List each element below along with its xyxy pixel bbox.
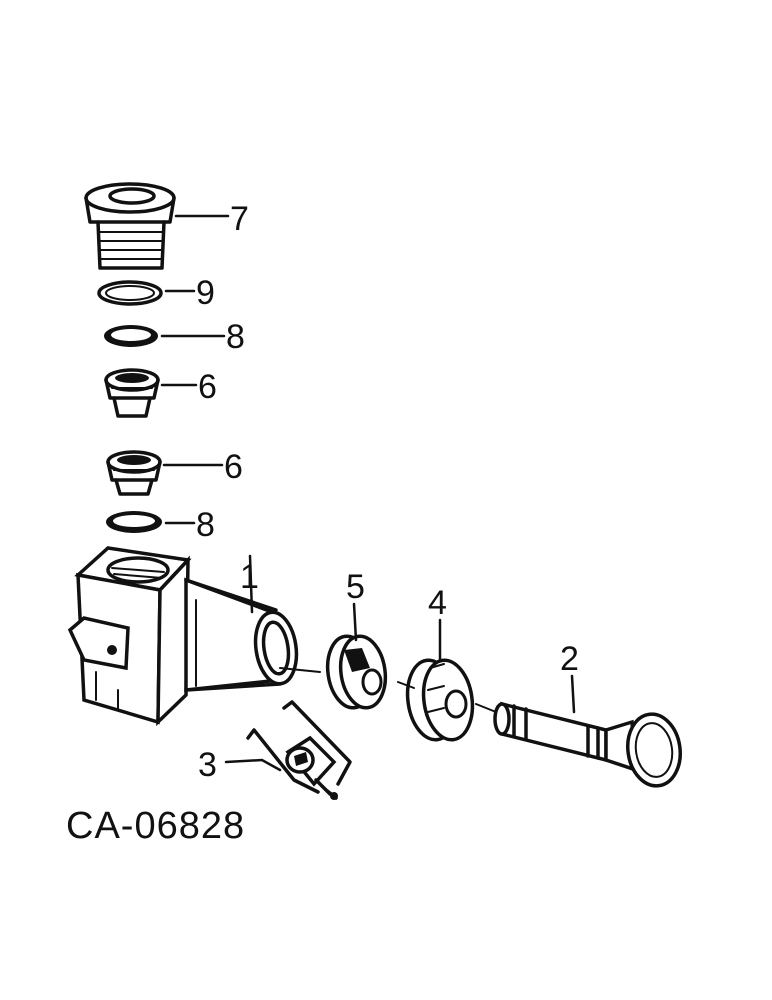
part-4-washer <box>405 658 475 742</box>
part-8-lower-backup-ring <box>106 511 162 533</box>
callout-3: 3 <box>198 746 217 784</box>
leader-2 <box>570 674 576 714</box>
part-3-retainer <box>246 700 352 800</box>
part-9-o-ring <box>97 280 163 306</box>
part-1-valve-body <box>67 546 299 727</box>
callout-1: 1 <box>240 558 259 596</box>
callout-4: 4 <box>428 584 447 622</box>
leader-3 <box>224 758 282 772</box>
part-2-spool <box>493 701 682 788</box>
callout-6-lower: 6 <box>224 448 243 486</box>
callout-8-upper: 8 <box>226 318 245 356</box>
callout-9: 9 <box>196 274 215 312</box>
callout-2: 2 <box>560 640 579 678</box>
callout-8-lower: 8 <box>196 506 215 544</box>
part-6-lower-seat <box>106 450 162 496</box>
part-5-spool-seal <box>325 634 388 710</box>
leader-1 <box>248 554 254 614</box>
part-6-upper-seat <box>104 368 160 418</box>
callouts: 7 9 8 6 6 8 1 5 4 2 3 <box>196 200 579 784</box>
leader-5 <box>352 602 358 642</box>
part-7-threaded-plug <box>84 182 176 270</box>
callout-7: 7 <box>230 200 249 238</box>
callout-6-upper: 6 <box>198 368 217 406</box>
part-8-upper-backup-ring <box>104 325 158 347</box>
leader-lines <box>160 214 576 772</box>
callout-5: 5 <box>346 568 365 606</box>
figure-id: CA-06828 <box>66 805 245 847</box>
